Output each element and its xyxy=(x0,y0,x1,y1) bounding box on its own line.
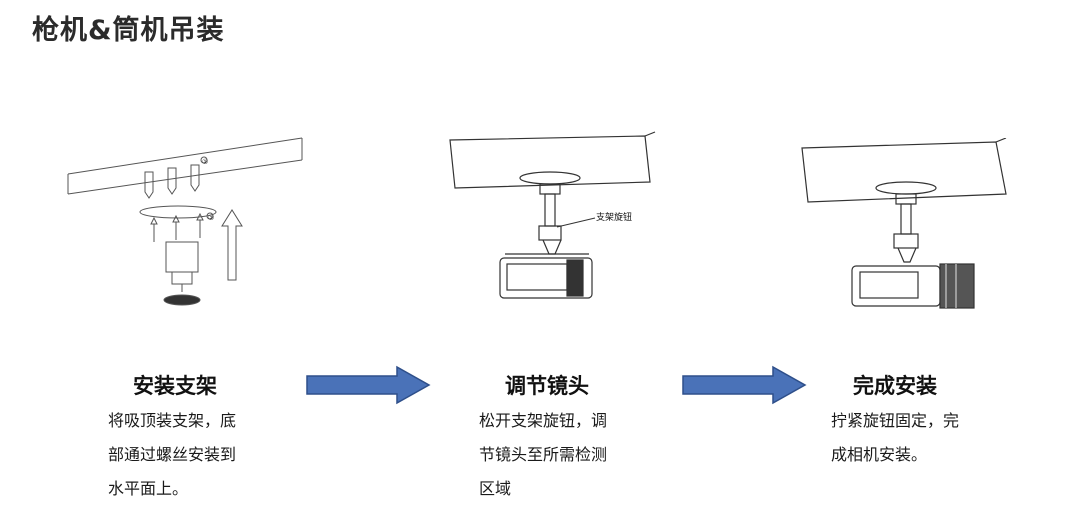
step1-desc-line1: 将吸顶装支架，底 xyxy=(108,411,237,430)
step2-desc-line3: 区域 xyxy=(479,479,512,498)
step3-desc-line1: 拧紧旋钮固定，完 xyxy=(831,411,960,430)
step1-description: 将吸顶装支架，底 部通过螺丝安装到 水平面上。 xyxy=(108,404,268,506)
step2-title: 调节镜头 xyxy=(505,374,589,398)
bracket-mounting-illustration: ① ② xyxy=(67,137,303,306)
step3-description: 拧紧旋钮固定，完 成相机安装。 xyxy=(831,404,991,472)
bracket-knob-callout: 支架旋钮 xyxy=(596,211,632,223)
lens-adjustment-illustration: 支架旋钮 xyxy=(449,131,656,299)
step2-desc-line2: 节镜头至所需检测 xyxy=(479,445,608,464)
page-title: 枪机&筒机吊装 xyxy=(32,15,225,46)
step3-desc-line2: 成相机安装。 xyxy=(831,445,928,464)
label-2: ② xyxy=(208,214,214,222)
arrow-step2-to-step3 xyxy=(682,365,807,405)
label-1: ① xyxy=(202,158,208,166)
step3-title: 完成安装 xyxy=(853,374,937,398)
arrow-step1-to-step2 xyxy=(306,365,431,405)
step1-title: 安装支架 xyxy=(133,374,217,398)
step1-desc-line3: 水平面上。 xyxy=(108,479,189,498)
step2-description: 松开支架旋钮，调 节镜头至所需检测 区域 xyxy=(479,404,639,506)
step1-desc-line2: 部通过螺丝安装到 xyxy=(108,445,237,464)
installation-complete-illustration xyxy=(801,138,1007,309)
step2-desc-line1: 松开支架旋钮，调 xyxy=(479,411,608,430)
